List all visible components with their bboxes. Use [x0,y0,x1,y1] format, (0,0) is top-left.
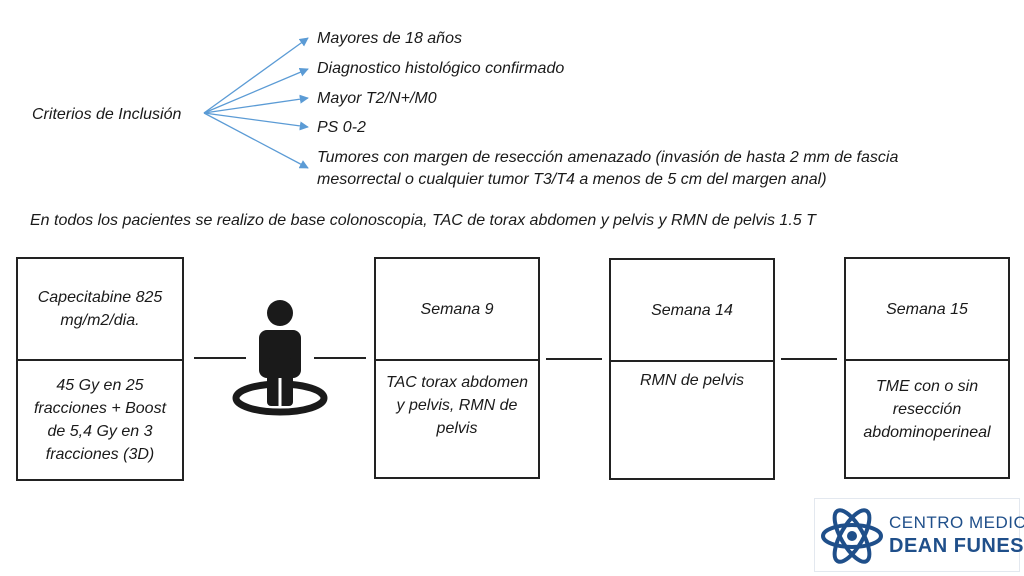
criterion-ps: PS 0-2 [317,119,366,136]
criterion-margin-line2: mesorrectal o cualquier tumor T3/T4 a me… [317,171,827,188]
timeline-box-week14: Semana 14 RMN de pelvis [609,258,775,480]
arrow-1 [203,37,309,114]
timeline-box-treatment: Capecitabine 825 mg/m2/dia. 45 Gy en 25 … [16,257,184,481]
timeline-box-week14-bottom: RMN de pelvis [639,371,745,389]
baseline-note: En todos los pacientes se realizo de bas… [30,212,816,229]
person-on-target-icon [232,300,328,416]
logo-line2: DEAN FUNES [889,535,1024,557]
timeline-box-week15-top: Semana 15 [886,300,968,318]
timeline-box-week14-top: Semana 14 [651,301,733,319]
timeline-box-week9: Semana 9 TAC torax abdomen y pelvis, RMN… [374,257,540,479]
timeline-box-week15-divider [846,359,1008,361]
criterion-margin-line1: Tumores con margen de resección amenazad… [317,149,899,166]
connector-1a [194,357,246,359]
connector-3 [781,358,837,360]
atom-logo-icon [821,508,883,564]
timeline-box-week9-divider [376,359,538,361]
criterion-staging: Mayor T2/N+/M0 [317,90,437,107]
timeline-box-treatment-top: Capecitabine 825 mg/m2/dia. [37,289,163,329]
timeline-box-treatment-bottom: 45 Gy en 25 fracciones + Boost de 5,4 Gy… [33,377,167,463]
criteria-label: Criterios de Inclusión [32,106,182,123]
timeline-box-week9-top: Semana 9 [420,300,494,318]
timeline-box-treatment-divider [18,359,182,361]
logo-line1: CENTRO MEDICO [889,513,1024,532]
timeline-box-week14-divider [611,360,773,362]
timeline-box-week9-bottom: TAC torax abdomen y pelvis, RMN de pelvi… [386,373,528,437]
timeline-box-week15: Semana 15 TME con o sin resección abdomi… [844,257,1010,479]
inclusion-arrows [203,37,309,169]
arrow-5 [203,112,309,169]
arrow-2 [203,68,309,114]
criterion-age: Mayores de 18 años [317,30,462,47]
arrow-3 [203,94,309,114]
criterion-histology: Diagnostico histológico confirmado [317,60,565,77]
connector-1b [314,357,366,359]
connector-2 [546,358,602,360]
timeline-box-week15-bottom: TME con o sin resección abdominoperineal [863,377,991,441]
arrow-4 [203,112,309,131]
centro-medico-logo: CENTRO MEDICO DEAN FUNES [814,498,1024,572]
